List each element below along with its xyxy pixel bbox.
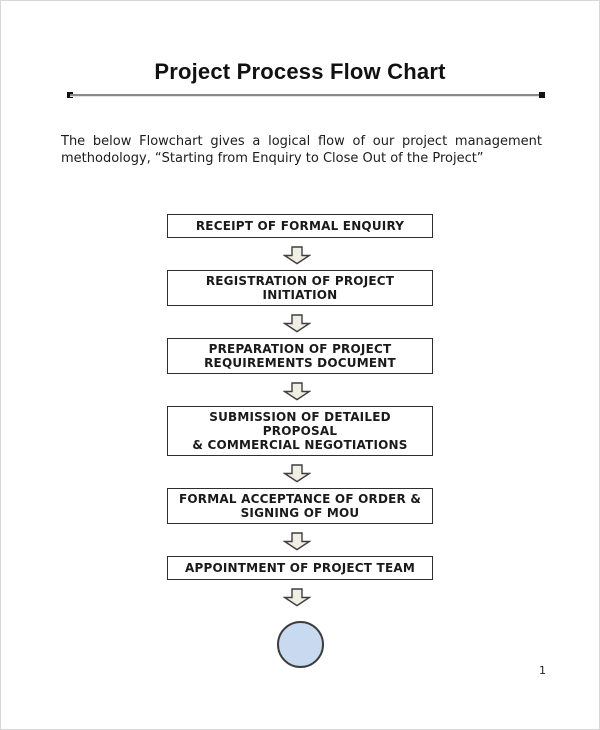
down-arrow-icon [283, 382, 311, 401]
down-arrow-icon [283, 588, 311, 607]
down-arrow-icon [283, 532, 311, 551]
flow-end-circle [276, 621, 324, 668]
flow-step-5: FORMAL ACCEPTANCE OF ORDER & SIGNING OF … [167, 488, 433, 524]
title-underline [67, 92, 545, 99]
page-title: Project Process Flow Chart [154, 59, 446, 84]
rule-endpoint-dot-right [539, 92, 545, 98]
rule-line [70, 94, 542, 97]
flow-step-2: REGISTRATION OF PROJECT INITIATION [167, 270, 433, 306]
flowchart: RECEIPT OF FORMAL ENQUIRY REGISTRATION O… [1, 214, 599, 668]
flow-step-4: SUBMISSION OF DETAILED PROPOSAL & COMMER… [167, 406, 433, 456]
flow-step-1: RECEIPT OF FORMAL ENQUIRY [167, 214, 433, 238]
page-number: 1 [539, 664, 546, 677]
flow-step-6: APPOINTMENT OF PROJECT TEAM [167, 556, 433, 580]
down-arrow-icon [283, 246, 311, 265]
flow-step-3: PREPARATION OF PROJECT REQUIREMENTS DOCU… [167, 338, 433, 374]
down-arrow-icon [283, 464, 311, 483]
intro-paragraph: The below Flowchart gives a logical flow… [61, 134, 542, 166]
down-arrow-icon [283, 314, 311, 333]
